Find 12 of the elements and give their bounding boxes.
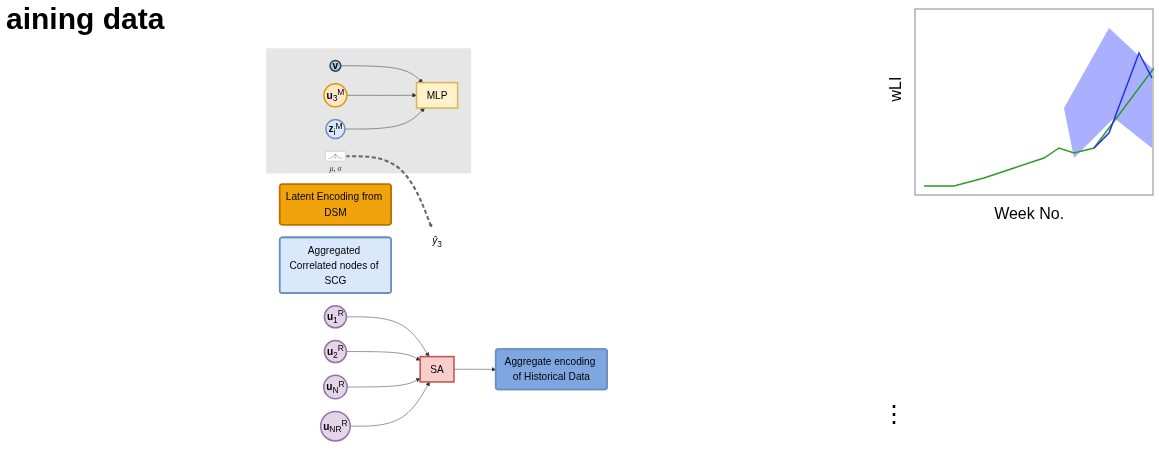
axis-label: wLI [887, 76, 906, 102]
parameter-label: μ, σ [329, 164, 342, 174]
node-text: ŷ$_{3}$ [432, 234, 442, 249]
node-picture [324, 150, 347, 163]
node-box: MLP [415, 81, 459, 109]
arrow [345, 155, 433, 228]
axis-label: Week No. [994, 205, 1065, 223]
cluster [266, 48, 472, 174]
node-circle: v [329, 59, 342, 72]
node-box: SA [419, 355, 455, 383]
title: aining data [6, 2, 166, 36]
ellipsis: ⋮ [882, 400, 907, 428]
